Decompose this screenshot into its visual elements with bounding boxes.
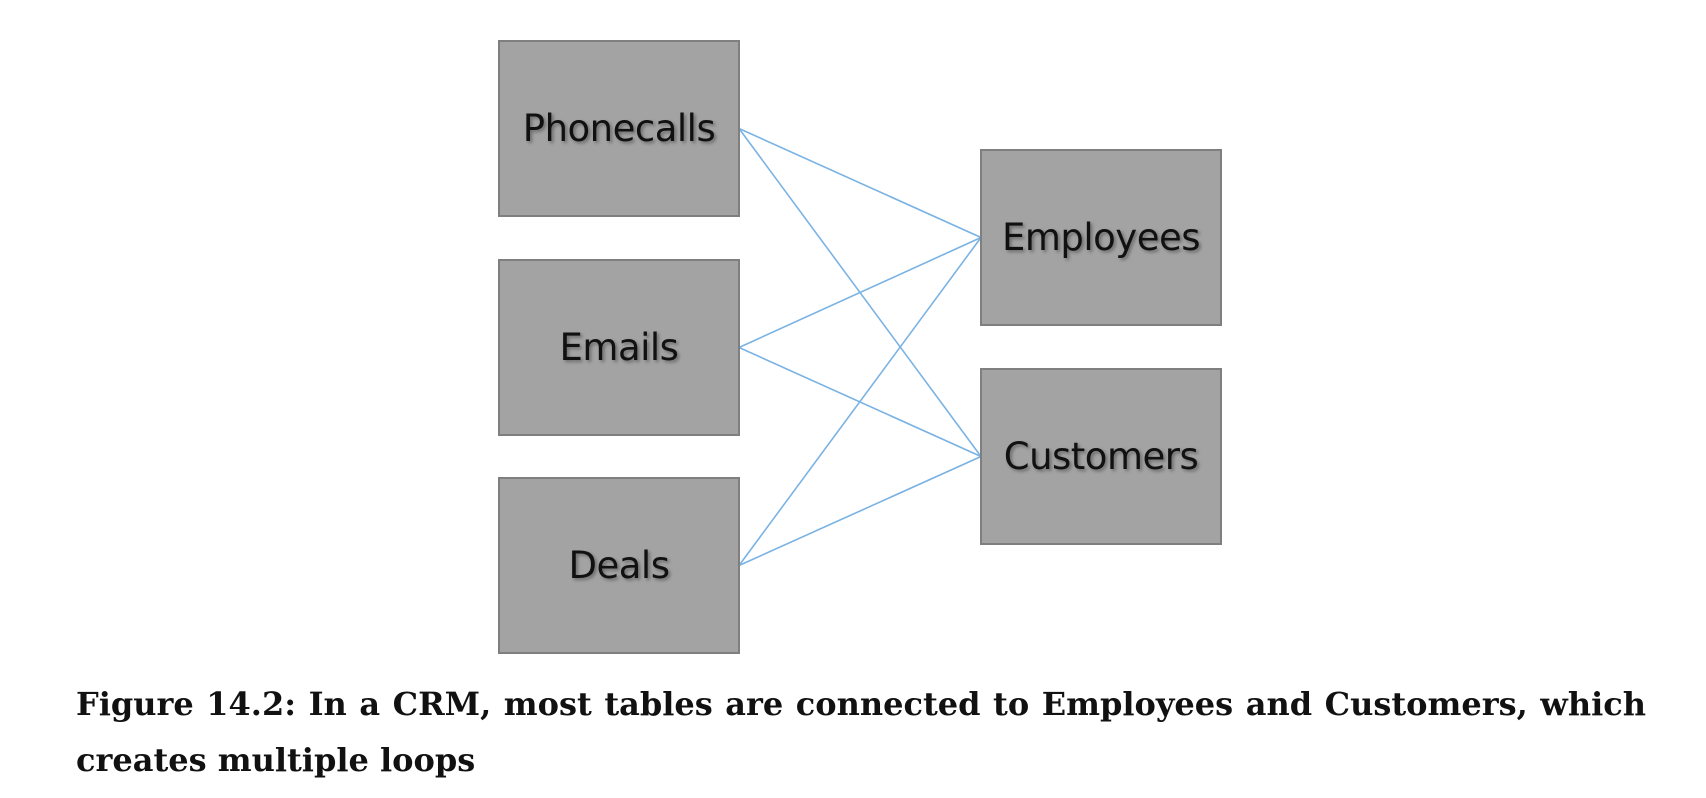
- edge-phonecalls-to-employees: [738, 127, 982, 239]
- table-label-customers: Customers: [1003, 435, 1199, 478]
- table-label-deals: Deals: [568, 544, 670, 587]
- table-box-employees: Employees: [980, 149, 1222, 326]
- table-box-customers: Customers: [980, 368, 1222, 545]
- table-label-employees: Employees: [1001, 216, 1201, 259]
- table-label-emails: Emails: [559, 326, 679, 369]
- table-box-phonecalls: Phonecalls: [498, 40, 740, 217]
- edge-emails-to-employees: [738, 236, 982, 349]
- edge-deals-to-customers: [738, 455, 982, 567]
- relationship-lines: [738, 127, 982, 567]
- table-box-deals: Deals: [498, 477, 740, 654]
- edge-deals-to-employees: [738, 237, 982, 566]
- table-box-emails: Emails: [498, 259, 740, 436]
- crm-relationship-diagram: Phonecalls Emails Deals Employees Custom…: [498, 40, 1222, 654]
- table-label-phonecalls: Phonecalls: [522, 107, 716, 150]
- figure-caption: Figure 14.2: In a CRM, most tables are c…: [76, 685, 1646, 779]
